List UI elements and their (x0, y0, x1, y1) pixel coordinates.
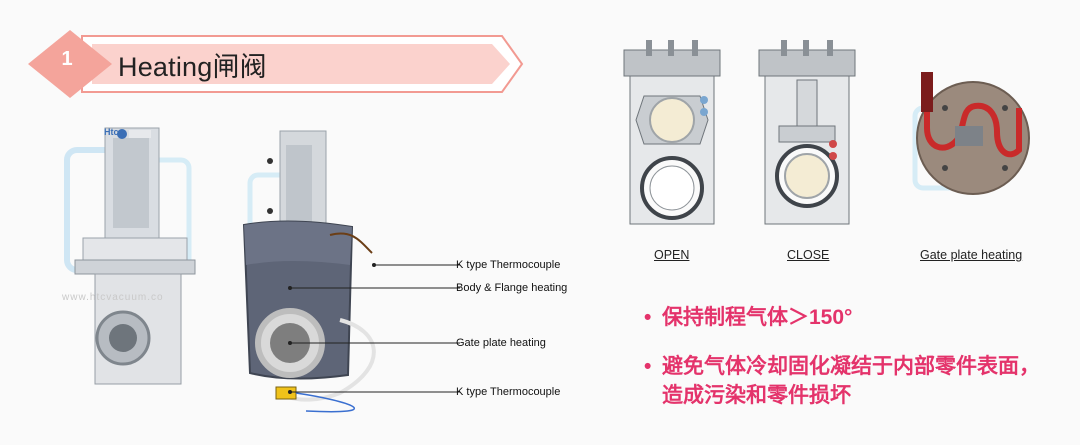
callout-thermocouple-top: K type Thermocouple (456, 259, 561, 271)
callout-lines (288, 263, 460, 394)
page-title: Heating闸阀 (118, 52, 267, 82)
section-banner (28, 30, 524, 98)
callout-thermocouple-bottom: K type Thermocouple (456, 386, 561, 398)
bullet-item: • 保持制程气体＞150° (644, 303, 1062, 332)
callout-body-flange: Body & Flange heating (456, 282, 568, 294)
callout-gate-plate: Gate plate heating (456, 337, 546, 349)
bullet-item: • 避免气体冷却固化凝结于内部零件表面，造成污染和零件损坏 (644, 352, 1052, 410)
open-diagram (623, 40, 721, 225)
watermark-text: www.htcvacuum.co (62, 292, 164, 303)
bullet-dot: • (644, 355, 652, 378)
caption-open: OPEN (654, 248, 690, 262)
close-diagram (758, 40, 856, 225)
bullet-dot: • (644, 306, 652, 329)
gate-valve-photo (64, 127, 196, 385)
bullet-text-temperature: 保持制程气体＞150° (662, 306, 853, 329)
brand-logo: Htc (104, 127, 119, 137)
caption-close: CLOSE (787, 248, 830, 262)
bullet-text-contamination: 避免气体冷却固化凝结于内部零件表面，造成污染和零件损坏 (662, 355, 1040, 407)
section-number: 1 (61, 48, 73, 70)
gate-plate-heating-diagram (912, 72, 1030, 195)
caption-gate-plate-heating: Gate plate heating (920, 248, 1023, 262)
number-diamond (28, 30, 112, 98)
